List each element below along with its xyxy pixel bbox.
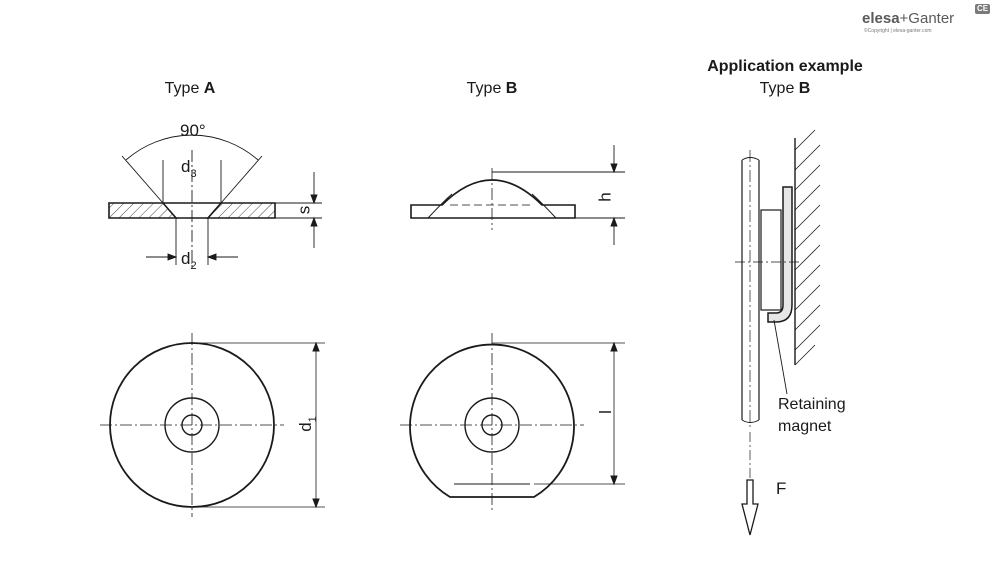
type-a-section bbox=[108, 202, 276, 219]
l-label: l bbox=[595, 410, 615, 414]
d1-arrow-top bbox=[312, 341, 320, 352]
d2-sub: 2 bbox=[190, 260, 197, 272]
type-a-cone-ext-left bbox=[121, 155, 164, 204]
type-a-plan bbox=[100, 333, 325, 517]
h-arrow-top bbox=[610, 163, 618, 174]
s-arrow-top bbox=[310, 194, 318, 205]
d2-arrow-left bbox=[167, 253, 178, 261]
magnet-label: magnet bbox=[778, 418, 832, 435]
d2-base: d bbox=[181, 249, 191, 268]
angle-label: 90° bbox=[180, 121, 206, 140]
l-arrow-bottom bbox=[610, 475, 618, 486]
magnet-leader bbox=[773, 319, 788, 395]
type-a-cone-ext-right bbox=[220, 155, 263, 204]
d1-sub: 1 bbox=[306, 416, 319, 423]
application-example bbox=[735, 129, 821, 536]
logo-elesa: elesa bbox=[862, 10, 900, 27]
d2-label: d2 bbox=[181, 249, 197, 273]
d3-sub: 3 bbox=[190, 168, 197, 180]
ce-mark: CE bbox=[975, 4, 991, 14]
type-b-inner-left bbox=[427, 193, 453, 219]
door-break-bottom bbox=[741, 419, 760, 423]
brand-logo: elesa+Ganter bbox=[862, 10, 954, 27]
mounted-plate bbox=[767, 186, 793, 323]
type-b-prefix: Type bbox=[466, 80, 506, 97]
force-label: F bbox=[776, 479, 787, 498]
retaining-label: Retaining bbox=[778, 396, 846, 413]
type-b-inner-right bbox=[531, 193, 557, 219]
type-b-plan bbox=[400, 333, 625, 510]
d1-label: d1 bbox=[295, 416, 319, 432]
application-letter: B bbox=[798, 80, 811, 97]
type-a-prefix: Type bbox=[164, 80, 204, 97]
copyright-text: ©Copyright | elesa-ganter.com bbox=[864, 28, 932, 34]
type-b-side bbox=[410, 168, 576, 230]
angle-arc bbox=[125, 134, 259, 161]
type-a-hatch-right bbox=[206, 202, 276, 219]
l-arrow-top bbox=[610, 341, 618, 352]
type-a-hatch-left bbox=[108, 202, 178, 219]
retaining-magnet-block bbox=[760, 209, 782, 311]
force-arrow-icon bbox=[741, 479, 759, 536]
h-arrow-bottom bbox=[610, 216, 618, 227]
type-a-dimensions bbox=[121, 134, 322, 268]
wall-hatch bbox=[794, 129, 821, 366]
type-b-outer-flat-circle bbox=[409, 343, 575, 498]
type-a-letter: A bbox=[203, 80, 216, 97]
d3-base: d bbox=[181, 157, 191, 176]
application-title: Application example bbox=[707, 58, 863, 75]
application-subtitle: Type B bbox=[760, 80, 811, 98]
h-label: h bbox=[595, 192, 615, 202]
application-prefix: Type bbox=[759, 80, 799, 97]
logo-ganter: +Ganter bbox=[899, 10, 955, 27]
s-arrow-bottom bbox=[310, 216, 318, 227]
door-break-top bbox=[741, 157, 760, 161]
type-a-title: Type A bbox=[165, 80, 216, 98]
d1-arrow-bottom bbox=[312, 498, 320, 509]
d1-base: d bbox=[295, 422, 315, 432]
s-label: s bbox=[294, 205, 314, 215]
type-b-profile bbox=[410, 179, 576, 219]
h-dimension bbox=[492, 145, 625, 245]
d2-arrow-right bbox=[206, 253, 217, 261]
type-b-letter: B bbox=[505, 80, 518, 97]
d3-label: d3 bbox=[181, 157, 197, 181]
type-b-title: Type B bbox=[467, 80, 518, 98]
